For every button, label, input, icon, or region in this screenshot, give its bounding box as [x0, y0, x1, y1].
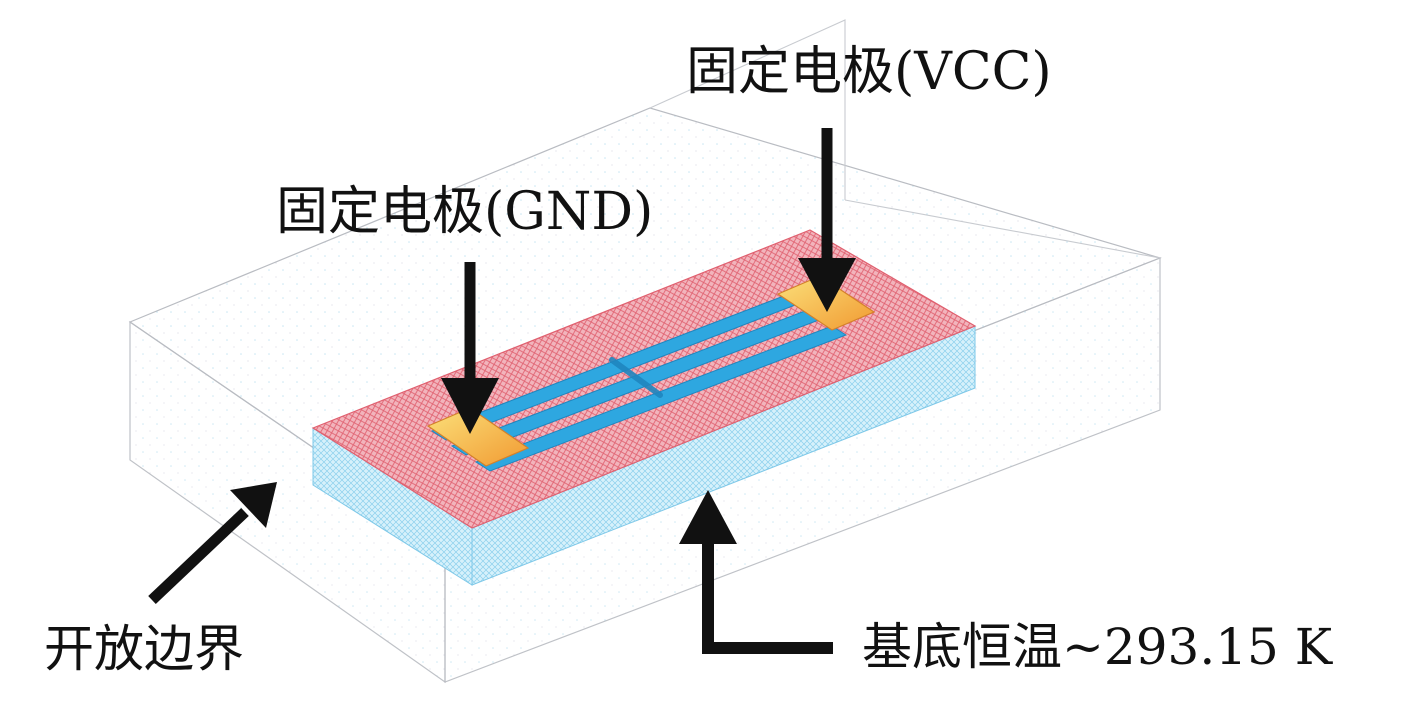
annotation-arrows: [148, 128, 856, 654]
gnd-electrode-label: 固定电极(GND): [276, 182, 654, 242]
vcc-arrow: [798, 128, 856, 312]
open-boundary-arrow: [148, 482, 277, 604]
substrate-arrow: [679, 490, 833, 654]
substrate-temperature-label: 基底恒温~293.15 K: [862, 618, 1333, 676]
air-box-hidden-edges: [649, 19, 846, 200]
vcc-electrode-label: 固定电极(VCC): [686, 42, 1052, 102]
gnd-arrow: [441, 262, 499, 434]
open-boundary-label: 开放边界: [44, 620, 244, 678]
heater-strip-3: [474, 325, 848, 472]
gnd-electrode-pad: [426, 407, 530, 467]
